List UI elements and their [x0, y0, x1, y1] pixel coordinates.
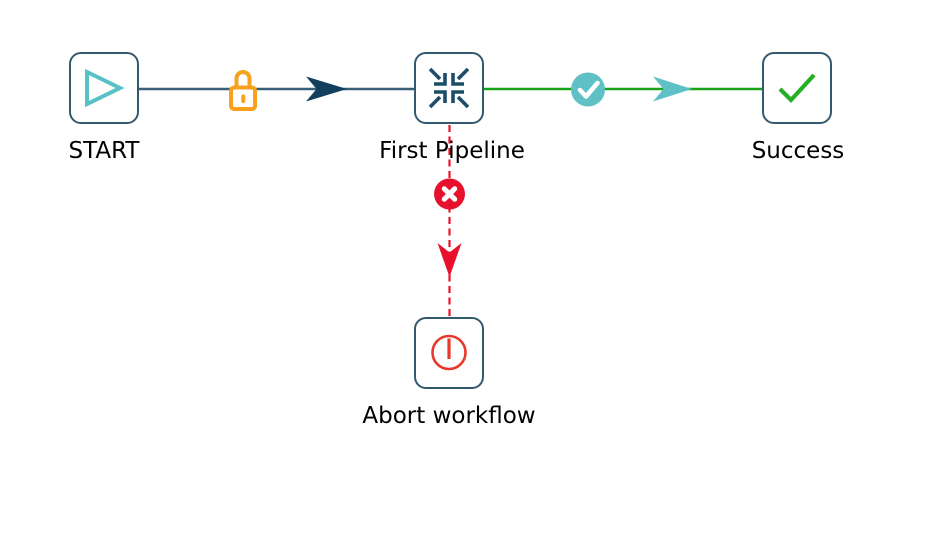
play-icon	[85, 68, 125, 108]
node-start[interactable]	[69, 52, 139, 124]
check-badge-glyph	[577, 80, 600, 99]
arrow-right-icon	[306, 76, 347, 102]
node-label-abort-workflow: Abort workflow	[362, 403, 536, 429]
node-abort-workflow[interactable]	[414, 317, 484, 389]
check-badge-icon[interactable]	[571, 72, 605, 107]
node-label-start: START	[68, 138, 140, 164]
node-first-pipeline[interactable]	[414, 52, 484, 124]
error-badge-glyph	[441, 186, 458, 202]
pipeline-compress-icon	[428, 67, 470, 109]
arrow-right-icon	[653, 76, 692, 102]
lock-shackle	[234, 70, 252, 87]
error-badge-icon[interactable]	[434, 178, 465, 210]
check-icon	[778, 73, 816, 104]
abort-icon	[431, 334, 467, 371]
arrow-down-icon	[437, 243, 462, 277]
lock-icon[interactable]	[229, 70, 257, 111]
check-badge-circle	[571, 72, 605, 107]
node-label-success: Success	[751, 138, 845, 164]
node-label-first-pipeline: First Pipeline	[379, 138, 525, 164]
lock-keyhole	[241, 94, 246, 103]
node-success[interactable]	[762, 52, 832, 124]
